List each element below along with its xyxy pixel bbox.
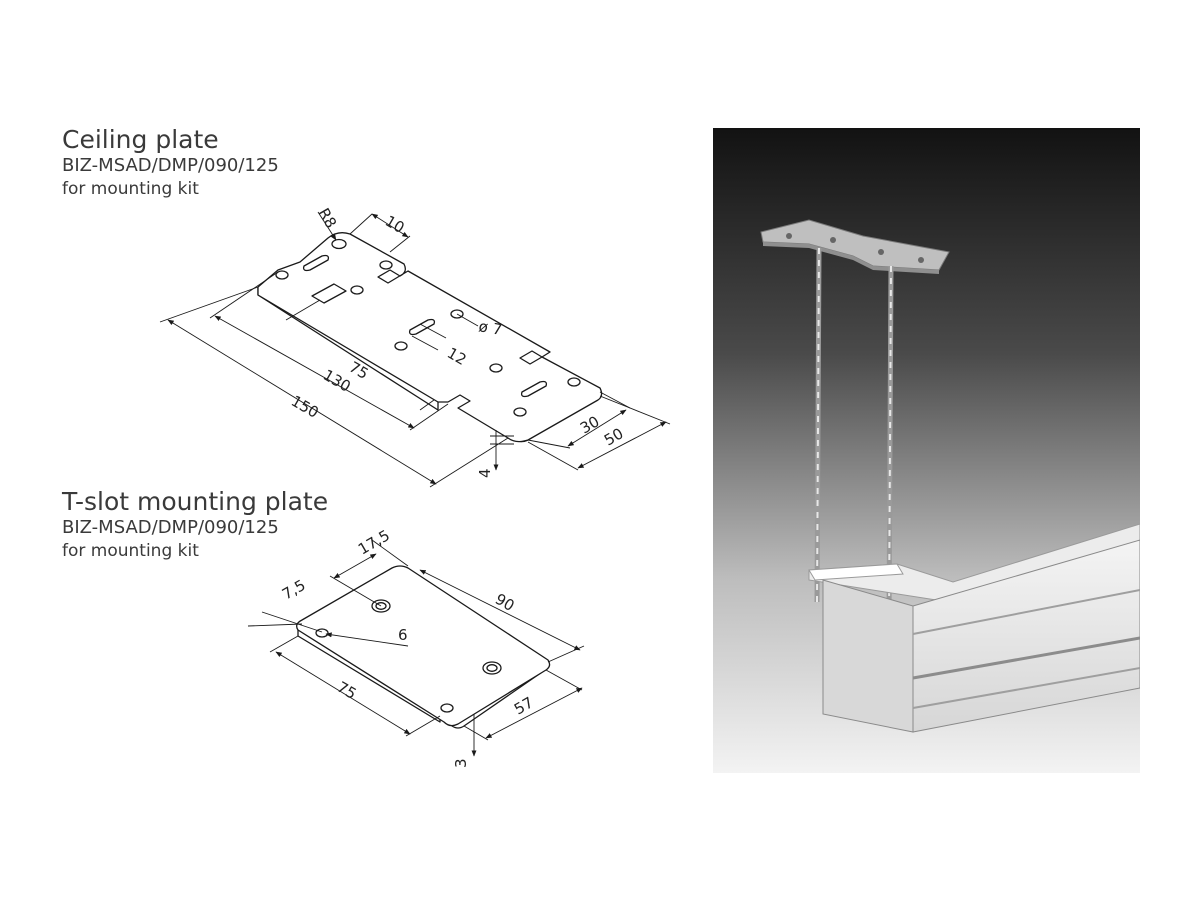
dim-30: 30	[577, 412, 603, 437]
tslot-plate-model: BIZ-MSAD/DMP/090/125	[62, 517, 279, 538]
ceiling-plate-render	[760, 219, 950, 274]
hole	[440, 703, 454, 713]
threaded-rods	[814, 247, 894, 621]
ceiling-plate-title: Ceiling plate	[62, 125, 219, 154]
ceiling-plate-note: for mounting kit	[62, 179, 199, 199]
technical-drawings: R8 10 ø 7 12 75 130 150 30 50 4	[159, 205, 671, 768]
tslot-plate-caption: T-slot mounting plate BIZ-MSAD/DMP/090/1…	[62, 488, 328, 562]
screen-housing-illustration	[713, 128, 1140, 773]
hole	[375, 602, 387, 610]
hole	[567, 377, 581, 387]
dim-50: 50	[601, 424, 627, 449]
slot	[302, 254, 330, 272]
dim-6: 6	[398, 626, 408, 644]
dim-17-5: 17,5	[355, 526, 393, 558]
hole	[379, 260, 393, 270]
hole	[513, 407, 527, 417]
dim-r8: R8	[315, 205, 341, 231]
hole	[371, 599, 391, 613]
dim-3: 3	[452, 758, 470, 768]
hole	[331, 238, 347, 250]
dim-10: 10	[382, 212, 408, 237]
tslot-plate-title: T-slot mounting plate	[62, 487, 329, 516]
dim-90: 90	[492, 590, 518, 615]
hole	[489, 363, 503, 373]
product-render-photo	[713, 128, 1140, 773]
ceiling-plate-dimensions: R8 10 ø 7 12 75 130 150 30 50 4	[159, 205, 671, 488]
ceiling-plate-model: BIZ-MSAD/DMP/090/125	[62, 155, 279, 176]
ceiling-plate-caption: Ceiling plate BIZ-MSAD/DMP/090/125 for m…	[62, 126, 279, 200]
tslot-plate-note: for mounting kit	[62, 541, 199, 561]
slot	[520, 380, 548, 398]
hole	[486, 664, 498, 672]
hole	[482, 661, 502, 675]
screen-housing-render	[808, 523, 1140, 733]
hole	[450, 309, 464, 319]
dim-57: 57	[511, 693, 537, 718]
hole	[275, 270, 289, 280]
dim-7-5: 7,5	[279, 576, 309, 604]
dim-4: 4	[476, 468, 494, 478]
dim-7: ø 7	[477, 317, 503, 339]
dim-75-tslot: 75	[334, 678, 360, 703]
hole	[350, 285, 364, 295]
